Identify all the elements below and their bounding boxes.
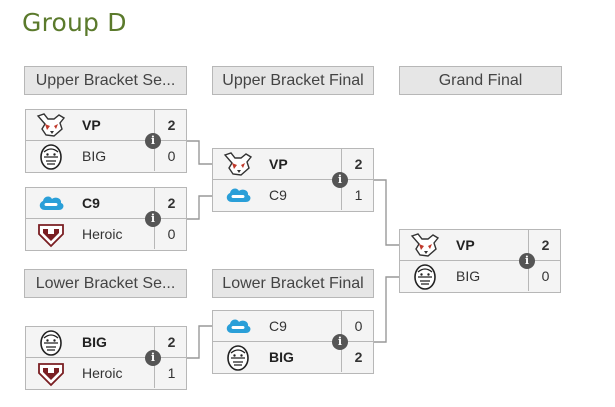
match-grand-final[interactable]: VP 2 BIG 0 i: [399, 229, 561, 293]
big-lion-logo-icon: [40, 144, 62, 170]
team-name: C9: [82, 195, 100, 211]
match-row-team2: Heroic 1: [25, 358, 187, 390]
match-row-team1: C9 0: [212, 310, 374, 342]
big-lion-logo-icon: [40, 330, 62, 356]
team-name: BIG: [269, 349, 294, 365]
team-score: 2: [154, 327, 188, 357]
team-name: Heroic: [82, 226, 123, 242]
team-name: C9: [269, 187, 287, 203]
info-icon[interactable]: i: [519, 253, 535, 269]
match-ub-final[interactable]: VP 2 C9 1 i: [212, 148, 374, 212]
team-name: BIG: [82, 148, 107, 164]
team-score: 2: [154, 110, 188, 140]
team-name: VP: [82, 117, 101, 133]
info-icon[interactable]: i: [332, 334, 348, 350]
match-ub-semi-1[interactable]: VP 2 BIG 0 i: [25, 109, 187, 173]
info-icon[interactable]: i: [145, 133, 161, 149]
team-score: 2: [341, 342, 375, 372]
group-title: Group D: [22, 8, 127, 37]
big-lion-logo-icon: [227, 345, 249, 371]
fox-logo-icon: [223, 152, 253, 176]
match-row-team2: BIG 0: [399, 261, 561, 293]
team-score: 1: [341, 180, 375, 210]
cloud-logo-icon: [226, 319, 251, 333]
match-row-team2: C9 1: [212, 180, 374, 212]
heroic-shield-logo-icon: [38, 224, 64, 248]
match-lb-final[interactable]: C9 0 BIG 2 i: [212, 310, 374, 374]
team-name: VP: [269, 156, 288, 172]
team-score: 2: [341, 149, 375, 179]
team-score: 0: [341, 311, 375, 341]
big-lion-logo-icon: [414, 264, 436, 290]
match-lb-semi[interactable]: BIG 2 Heroic 1 i: [25, 326, 187, 390]
team-score: 0: [528, 261, 562, 291]
team-name: BIG: [82, 334, 107, 350]
team-name: VP: [456, 237, 475, 253]
header-lower-bracket-semifinal: Lower Bracket Se...: [24, 269, 187, 298]
cloud-logo-icon: [39, 196, 64, 210]
team-score: 2: [154, 188, 188, 218]
match-row-team2: Heroic 0: [25, 219, 187, 251]
team-name: C9: [269, 318, 287, 334]
team-score: 0: [154, 219, 188, 249]
match-row-team1: BIG 2: [25, 326, 187, 358]
team-score: 1: [154, 358, 188, 388]
match-row-team1: VP 2: [212, 148, 374, 180]
match-row-team2: BIG 2: [212, 342, 374, 374]
heroic-shield-logo-icon: [38, 363, 64, 387]
team-name: BIG: [456, 268, 481, 284]
match-row-team1: VP 2: [399, 229, 561, 261]
match-row-team1: C9 2: [25, 187, 187, 219]
header-upper-bracket-semifinal: Upper Bracket Se...: [24, 66, 187, 95]
fox-logo-icon: [410, 233, 440, 257]
info-icon[interactable]: i: [145, 211, 161, 227]
team-score: 2: [528, 230, 562, 260]
cloud-logo-icon: [226, 188, 251, 202]
match-row-team1: VP 2: [25, 109, 187, 141]
info-icon[interactable]: i: [145, 350, 161, 366]
fox-logo-icon: [36, 113, 66, 137]
header-lower-bracket-final: Lower Bracket Final: [212, 269, 374, 298]
match-ub-semi-2[interactable]: C9 2 Heroic 0 i: [25, 187, 187, 251]
team-name: Heroic: [82, 365, 123, 381]
info-icon[interactable]: i: [332, 172, 348, 188]
header-upper-bracket-final: Upper Bracket Final: [212, 66, 374, 95]
match-row-team2: BIG 0: [25, 141, 187, 173]
header-grand-final: Grand Final: [399, 66, 562, 95]
team-score: 0: [154, 141, 188, 171]
